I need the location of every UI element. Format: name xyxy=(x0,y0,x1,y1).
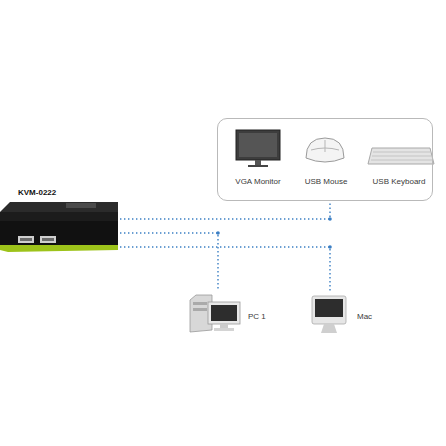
pc-node: PC 1 xyxy=(186,291,276,335)
monitor-icon xyxy=(236,130,280,167)
dotted-cable xyxy=(120,247,330,292)
keyboard-icon xyxy=(368,148,434,164)
mac-node: Mac xyxy=(308,292,378,335)
peripheral-group: VGA MonitorUSB MouseUSB Keyboard xyxy=(217,118,433,201)
junction-dot xyxy=(328,217,332,221)
mac-icon xyxy=(312,296,346,333)
device-label: VGA Monitor xyxy=(223,177,293,187)
junction-dot xyxy=(328,245,332,249)
kvm-switch: KVM-0222 xyxy=(2,186,120,254)
device-name: KVM-0222 xyxy=(18,188,78,198)
device-label: USB Mouse xyxy=(291,177,361,187)
mouse-icon xyxy=(306,138,344,162)
dotted-cable xyxy=(120,233,218,291)
kvm-switch-illustration xyxy=(0,202,118,252)
junction-dot xyxy=(216,231,220,235)
device-label: USB Keyboard xyxy=(364,177,434,187)
device-label: Mac xyxy=(357,312,378,322)
device-label: PC 1 xyxy=(248,312,276,322)
pc-icon xyxy=(190,295,240,332)
dotted-cable xyxy=(120,201,330,219)
